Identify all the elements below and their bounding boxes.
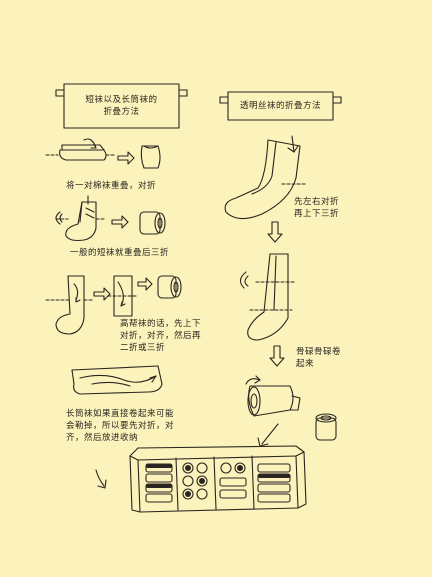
arrowhead-icon (97, 479, 107, 489)
rolled-sock-icon (157, 275, 182, 299)
short-sock-icon (55, 195, 107, 242)
pantyhose-icon (224, 135, 307, 220)
right-title-box (219, 91, 342, 121)
sock-pair-flat-icon (45, 138, 117, 161)
curved-arrow-icon (95, 469, 105, 487)
storage-box-icon (129, 445, 307, 513)
left-step4-text: 长筒袜如果直接卷起来可能 会勒掉，所以要先对折，对 齐，然后放进收纳 (66, 409, 175, 443)
arrow-icon (111, 215, 129, 229)
diagonal-arrow-icon (261, 423, 279, 445)
rolling-pantyhose-icon (245, 375, 301, 417)
arrow-icon (93, 287, 111, 301)
left-step1-text: 将一对棉袜重叠，对折 (66, 181, 157, 191)
right-step2-text: 骨碌骨碌卷 起来 (296, 347, 342, 369)
sock-fill-marks (146, 464, 290, 497)
arrow-icon (137, 277, 153, 291)
high-sock-icon (45, 275, 93, 335)
rolled-pantyhose-icon (315, 413, 337, 441)
left-title: 短袜以及长筒袜的 折叠方法 (85, 95, 158, 117)
left-step2-text: 一般的短袜就重叠后三折 (70, 248, 170, 258)
folded-pantyhose-icon (239, 253, 297, 341)
arrow-icon (117, 151, 135, 165)
left-title-box (55, 83, 188, 129)
down-arrow-icon (269, 345, 285, 367)
right-step1-text: 先左右对折 再上下三折 (294, 197, 340, 219)
down-arrow-icon (267, 221, 283, 243)
left-step3-text: 高帮袜的话，先上下 对折，对齐，然后再 二折或三折 (120, 319, 202, 353)
folded-sock-icon (140, 145, 161, 169)
rolled-sock-icon (139, 211, 166, 235)
half-folded-sock-icon (107, 275, 139, 317)
long-stocking-icon (71, 365, 163, 395)
right-title: 透明丝袜的折叠方法 (239, 101, 321, 111)
